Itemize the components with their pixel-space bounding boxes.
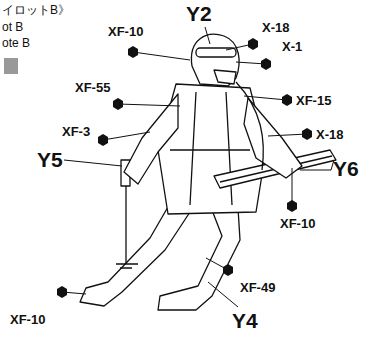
- paint-code: XF-10: [108, 24, 143, 39]
- paint-code: XF-10: [10, 312, 45, 327]
- part-number: Y6: [333, 157, 359, 180]
- title-fragment: ote B: [2, 36, 30, 50]
- paint-code: XF-10: [280, 216, 315, 231]
- paint-code: XF-49: [240, 280, 275, 295]
- paint-code: X-18: [262, 20, 289, 35]
- paint-code: XF-15: [296, 93, 331, 108]
- title-fragment: イロットB》: [2, 3, 70, 17]
- part-number: Y5: [37, 148, 63, 171]
- part-number: Y4: [232, 309, 258, 332]
- paint-code: XF-55: [75, 80, 110, 95]
- part-number: Y2: [186, 2, 212, 25]
- paint-code: X-1: [282, 39, 302, 54]
- title-fragment: ot B: [2, 20, 23, 34]
- paint-code: X-18: [316, 127, 343, 142]
- paint-code: XF-3: [62, 124, 90, 139]
